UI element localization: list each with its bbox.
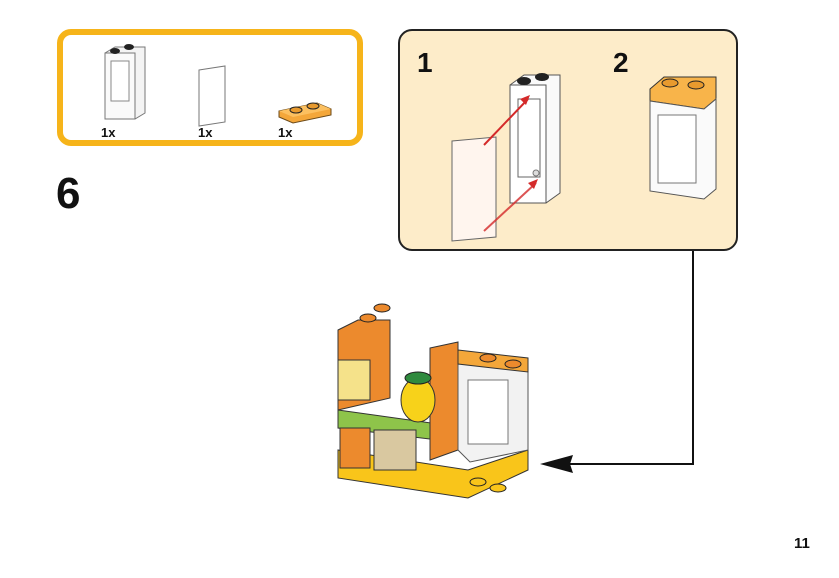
part-quantity: 1x: [278, 125, 293, 140]
page-number: 11: [794, 535, 810, 552]
glass-pane-part-icon: [198, 65, 226, 127]
orange-plate-part-icon: [278, 102, 332, 124]
part-quantity: 1x: [198, 125, 213, 140]
sub-step-number: 2: [613, 47, 629, 78]
part-quantity: 1x: [101, 125, 116, 140]
step-number: 6: [56, 169, 81, 218]
sub-assembly-panel: 1 2: [398, 29, 738, 251]
sub-step-number: 1: [417, 47, 433, 78]
parts-list-box: 1x 1x 1x: [57, 29, 363, 146]
glass-pane-illustration: [451, 136, 497, 242]
insertion-arrows: [483, 95, 538, 232]
window-frame-part-icon: [104, 44, 146, 120]
window-with-plate-illustration: [649, 76, 717, 200]
main-model-illustration: [337, 303, 529, 499]
window-frame-illustration: [509, 73, 561, 204]
